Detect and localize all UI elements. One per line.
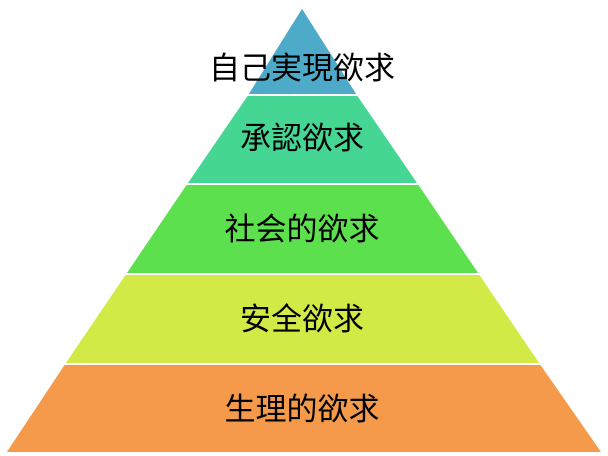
level-3-label: 社会的欲求: [225, 212, 380, 248]
level-5-label: 生理的欲求: [225, 392, 380, 428]
level-2-label: 承認欲求: [240, 121, 364, 157]
level-5-band: [3, 363, 605, 454]
level-1-label: 自己実現欲求: [209, 51, 395, 87]
level-4-label: 安全欲求: [240, 302, 364, 338]
